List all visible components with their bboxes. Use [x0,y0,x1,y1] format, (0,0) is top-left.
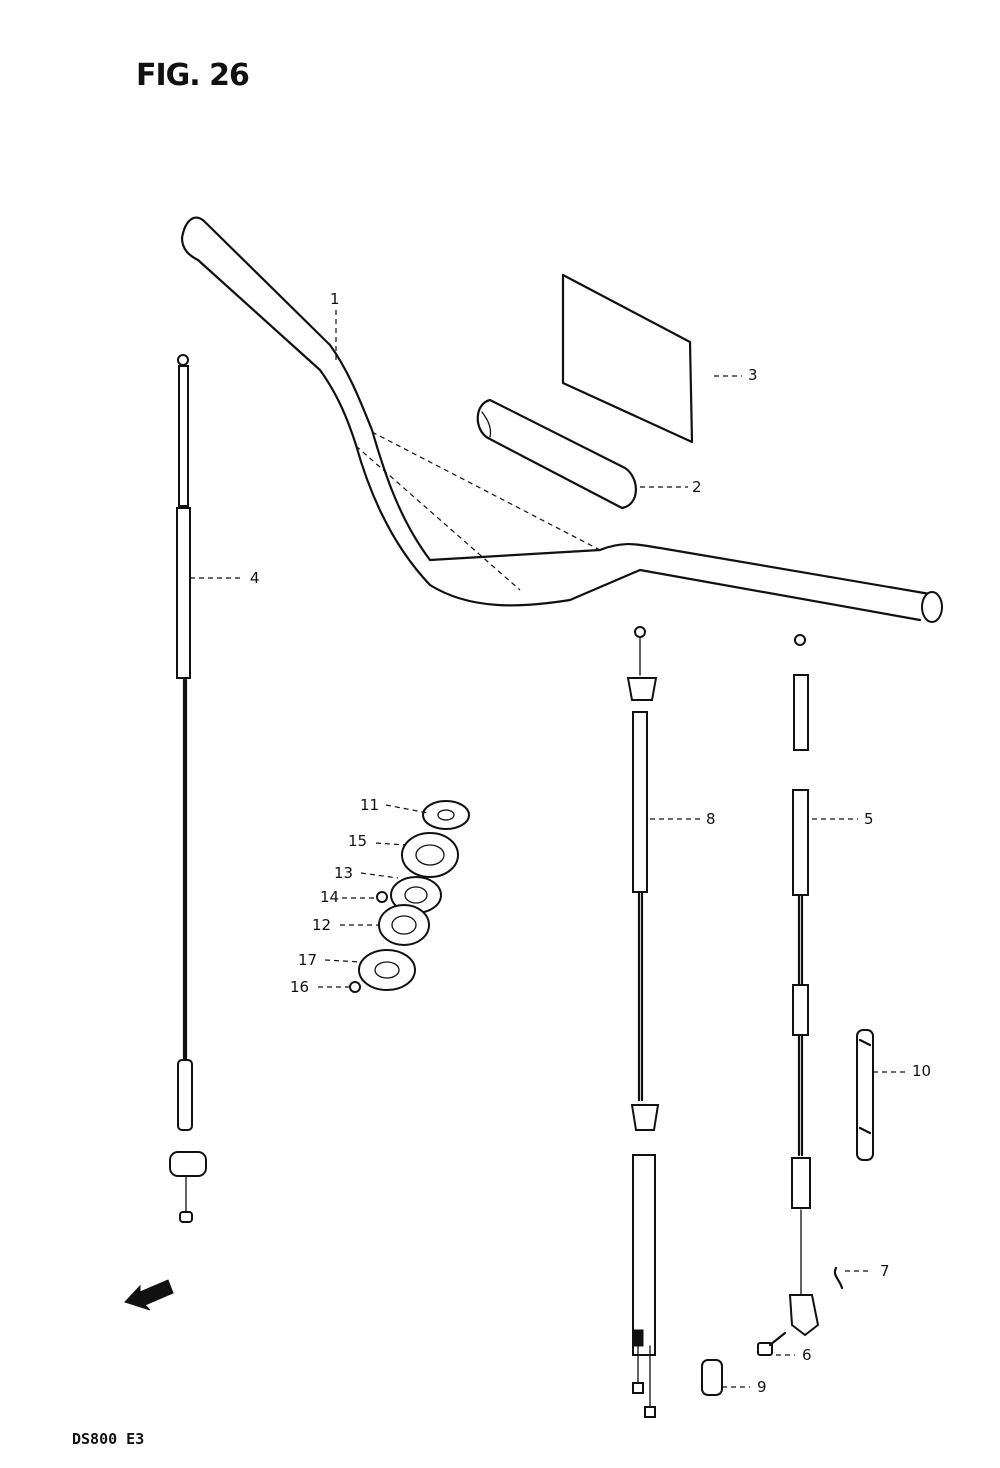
figure-title: FIG. 26 [136,58,250,93]
throttle-cable-drawing [169,354,207,1223]
handlebar-drawing [180,216,943,623]
callout-9: 9 [757,1378,767,1396]
callout-10: 10 [912,1062,932,1080]
leader-lines [190,310,905,1388]
front-brake-cable-drawing [626,626,660,1418]
callout-5: 5 [864,810,874,828]
callout-2: 2 [692,478,702,496]
cap-drawing [701,1359,723,1396]
bolt-drawing [757,1331,787,1356]
callout-11: 11 [360,796,380,814]
callout-7: 7 [880,1262,890,1280]
callout-14: 14 [320,888,340,906]
callout-12: 12 [312,916,332,934]
cushion-stack-drawing [349,800,470,993]
plate-drawing [561,273,694,444]
callout-1: 1 [330,290,340,308]
callout-17: 17 [298,951,318,969]
cotter-pin-drawing [833,1266,844,1290]
pad-drawing [476,398,637,510]
callout-4: 4 [250,569,260,587]
callout-6: 6 [802,1346,812,1364]
handlebar-end-icon [921,591,943,623]
fwd-arrow-icon [124,1279,174,1311]
cable-guide-drawing [856,1029,874,1161]
callout-16: 16 [290,978,310,996]
washer-14-icon [376,891,388,903]
callout-15: 15 [348,832,368,850]
callout-3: 3 [748,366,758,384]
model-code: DS800 E3 [72,1430,145,1448]
callout-8: 8 [706,810,716,828]
callout-13: 13 [334,864,354,882]
washer-16-icon [349,981,361,993]
clutch-cable-drawing [788,634,820,1337]
